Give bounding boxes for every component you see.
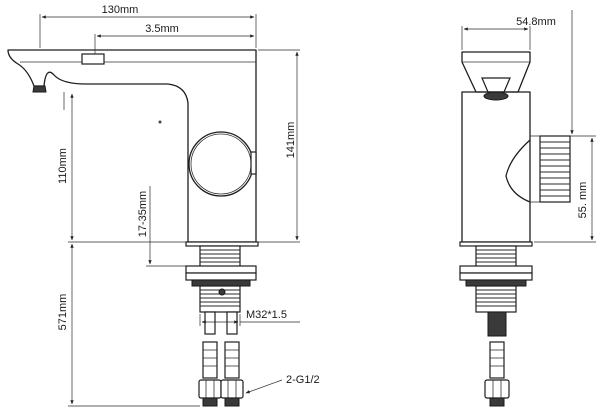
hose-nut-right xyxy=(220,379,244,399)
dim-label-54-8mm: 54.8mm xyxy=(516,16,556,28)
lock-nut xyxy=(191,279,251,287)
inlet-pipe-left xyxy=(204,311,216,335)
dim-leader-g12 xyxy=(245,379,283,394)
hose-nut-left xyxy=(198,379,222,399)
shank-dot xyxy=(218,288,226,296)
side-dimensions: 54.8mm 55. mm xyxy=(461,10,596,243)
hose-end-right xyxy=(224,397,240,407)
side-handle-cylinder xyxy=(539,135,571,203)
base-flange xyxy=(185,241,259,247)
side-view xyxy=(459,51,571,407)
side-handle-bulge xyxy=(505,139,531,203)
side-lock-nut xyxy=(465,279,527,287)
dim-label-m32: M32*1.5 xyxy=(246,309,287,321)
side-washer-upper xyxy=(459,265,533,274)
side-hose xyxy=(489,341,505,379)
washer-upper xyxy=(185,265,257,274)
side-threaded-shank-lower xyxy=(475,285,517,313)
top-cap xyxy=(81,53,105,65)
side-spout-outlet xyxy=(481,77,511,93)
side-hose-nut xyxy=(484,379,510,399)
front-view xyxy=(7,49,259,407)
dim-label-110mm: 110mm xyxy=(57,148,69,184)
faucet-body-outline xyxy=(7,49,257,243)
side-threaded-shank xyxy=(475,245,517,269)
dim-label-17-35mm: 17-35mm xyxy=(137,191,149,237)
inlet-pipe-right xyxy=(226,311,238,335)
dim-label-571mm: 571mm xyxy=(57,294,69,331)
dim-label-130mm: 130mm xyxy=(102,4,139,16)
side-aerator xyxy=(483,91,509,101)
hose-right xyxy=(224,341,240,379)
hose-end-left xyxy=(202,397,218,407)
spout-aerator xyxy=(32,85,47,93)
handle-knob xyxy=(188,131,254,197)
washer-lower xyxy=(185,272,257,281)
side-hose-end xyxy=(489,397,505,407)
dim-label-55mm: 55. mm xyxy=(577,182,589,219)
side-base-flange xyxy=(459,241,533,247)
side-washer-lower xyxy=(459,272,533,281)
front-dimensions: 130mm 3.5mm 141mm 110mm 17-35mm 571mm M3… xyxy=(39,4,320,407)
hose-left xyxy=(202,341,218,379)
side-body xyxy=(461,91,531,243)
dim-label-3-5mm: 3.5mm xyxy=(145,23,179,35)
dim-label-141mm: 141mm xyxy=(285,122,297,159)
dim-label-g12: 2-G1/2 xyxy=(286,374,320,386)
side-inlet-pipe xyxy=(487,311,507,337)
handle-stem xyxy=(250,151,257,175)
